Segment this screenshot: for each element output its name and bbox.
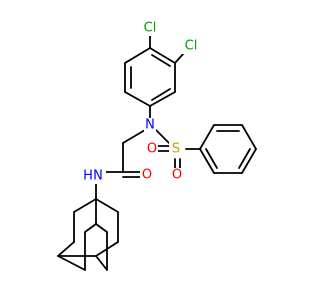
- bond-c-cl-right: [174, 52, 185, 64]
- phenyl-ring: [199, 124, 257, 174]
- sulfonamide-nitrogen: N: [145, 118, 155, 133]
- sulfonyl-oxygen-bottom: O: [172, 168, 182, 183]
- atom-labels: Cl Cl N S O O O N H: [82, 20, 202, 184]
- bond-n-s: [155, 129, 170, 144]
- molecule-structure: Cl Cl N S O O O N H: [57, 20, 257, 271]
- amide-hydrogen: H: [83, 169, 93, 184]
- bond-skeleton: [57, 33, 257, 271]
- adamantyl-cage: [57, 198, 119, 271]
- chlorine-atom-right: Cl: [185, 39, 198, 54]
- sulfonyl-oxygen-top: O: [147, 142, 157, 157]
- amide-nitrogen: N: [93, 169, 103, 184]
- carbonyl-oxygen: O: [142, 168, 152, 183]
- chlorine-atom-top: Cl: [144, 21, 157, 36]
- sulfonyl-sulfur: S: [172, 142, 180, 157]
- dichlorophenyl-ring: [124, 47, 176, 107]
- bond-n-ch2: [122, 129, 146, 144]
